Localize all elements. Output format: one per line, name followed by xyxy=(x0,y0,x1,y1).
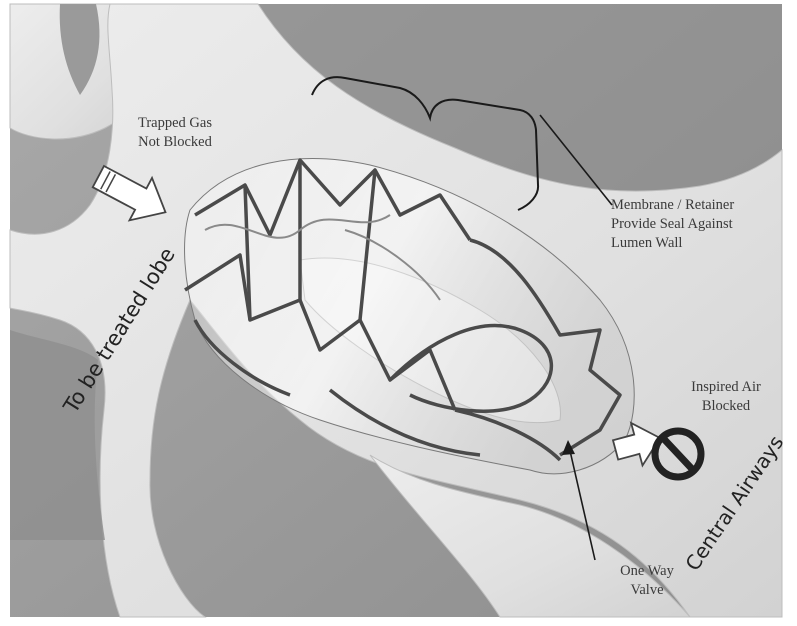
inspired-air-label: Inspired Air Blocked xyxy=(676,378,776,416)
one-way-valve-label-line1: One Way xyxy=(612,562,682,581)
membrane-label-line2: Provide Seal Against xyxy=(611,215,734,234)
trapped-gas-label-line1: Trapped Gas xyxy=(120,114,230,133)
one-way-valve-label: One Way Valve xyxy=(612,562,682,600)
inspired-air-label-line1: Inspired Air xyxy=(676,378,776,397)
inspired-air-label-line2: Blocked xyxy=(676,397,776,416)
membrane-label-line1: Membrane / Retainer xyxy=(611,196,734,215)
trapped-gas-label: Trapped Gas Not Blocked xyxy=(120,114,230,152)
membrane-label: Membrane / Retainer Provide Seal Against… xyxy=(611,196,734,253)
one-way-valve-label-line2: Valve xyxy=(612,581,682,600)
membrane-label-line3: Lumen Wall xyxy=(611,234,734,253)
trapped-gas-label-line2: Not Blocked xyxy=(120,133,230,152)
